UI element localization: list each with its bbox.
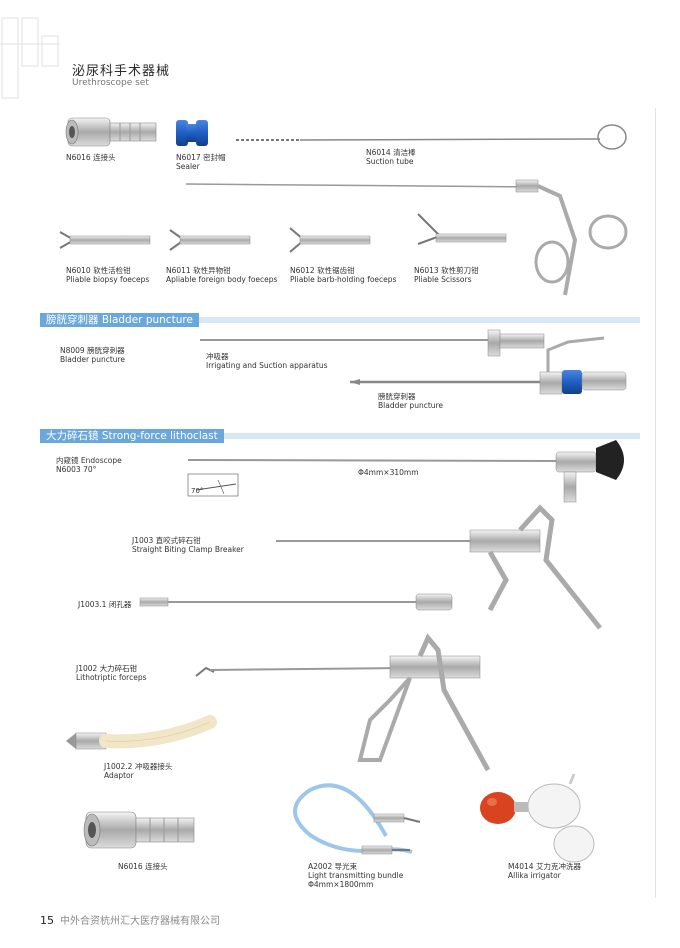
- page-title: 泌尿科手术器械: [72, 64, 171, 79]
- sealer-n6017-image: [176, 120, 208, 146]
- label-n6017: N6017 密封帽 Sealer: [176, 153, 226, 171]
- label-m4014: M4014 艾力克冲洗器 Allika irrigator: [508, 862, 581, 880]
- page-footer: 15 中外合资杭州汇大医疗器械有限公司: [40, 912, 220, 927]
- page-subtitle: Urethroscope set: [72, 78, 149, 88]
- label-endoscope-size: Φ4mm×310mm: [358, 468, 419, 477]
- right-divider: [655, 108, 656, 898]
- obturator-image: [139, 593, 453, 611]
- label-bladder-puncture: 膀胱穿刺器 Bladder puncture: [378, 392, 444, 410]
- label-n6016-bottom: N6016 连接头: [118, 862, 168, 871]
- label-j1003: J1003 直咬式碎石钳 Straight Biting Clamp Break…: [132, 536, 244, 554]
- company-name: 中外合资杭州汇大医疗器械有限公司: [60, 916, 220, 927]
- label-j1003-1: J1003.1 闭孔器: [78, 600, 132, 609]
- adaptor-hose-image: [66, 715, 217, 750]
- label-n6010: N6010 软性活检钳 Pliable biopsy foeceps: [66, 266, 150, 284]
- forceps-n6012-image: [289, 227, 371, 253]
- connector-n6016-top-image: [65, 117, 157, 147]
- forceps-n6010-image: [59, 231, 151, 249]
- connector-n6016-bottom-image: [83, 811, 195, 849]
- straight-biting-clamp-image: [276, 504, 602, 630]
- section-title: 大力碎石镜 Strong-force lithoclast: [40, 429, 224, 443]
- label-j1002-2: J1002.2 冲吸器接头 Adaptor: [104, 762, 173, 780]
- label-n6011: N6011 软性异物钳 Apliable foreign body foecep…: [166, 266, 278, 284]
- section-title: 膀胱穿刺器 Bladder puncture: [40, 313, 199, 327]
- label-j1002: J1002 大力碎石钳 Lithotriptic forceps: [76, 664, 147, 682]
- section-bladder-puncture: 膀胱穿刺器 Bladder puncture: [40, 313, 640, 327]
- label-n6012: N6012 软性锯齿钳 Pliable barb-holding foeceps: [290, 266, 397, 284]
- allika-irrigator-image: [480, 773, 595, 863]
- label-n6013: N6013 软性剪刀钳 Pliable Scissors: [414, 266, 479, 284]
- lithotriptic-forceps-image: [195, 633, 491, 772]
- forceps-n6011-image: [169, 229, 251, 251]
- bladder-puncture-image: [350, 336, 627, 395]
- label-n6014: N6014 清洁棒 Suction tube: [366, 148, 416, 166]
- label-angle-detail: 70°: [191, 487, 204, 495]
- suction-tube-n6014-image: [236, 124, 627, 150]
- section-lithoclast: 大力碎石镜 Strong-force lithoclast: [40, 429, 640, 443]
- light-bundle-image: [293, 783, 421, 855]
- scissors-n6013-image: [417, 213, 507, 245]
- label-n8009: N8009 膀胱穿刺器 Bladder puncture: [60, 346, 126, 364]
- label-irrigating: 冲吸器 Irrigating and Suction apparatus: [206, 352, 328, 370]
- label-n6016-top: N6016 连接头: [66, 153, 116, 162]
- label-a2002: A2002 导光束 Light transmitting bundle Φ4mm…: [308, 862, 404, 889]
- page-number: 15: [40, 914, 54, 927]
- label-endoscope: 内窥镜 Endoscope N6003 70°: [56, 456, 122, 474]
